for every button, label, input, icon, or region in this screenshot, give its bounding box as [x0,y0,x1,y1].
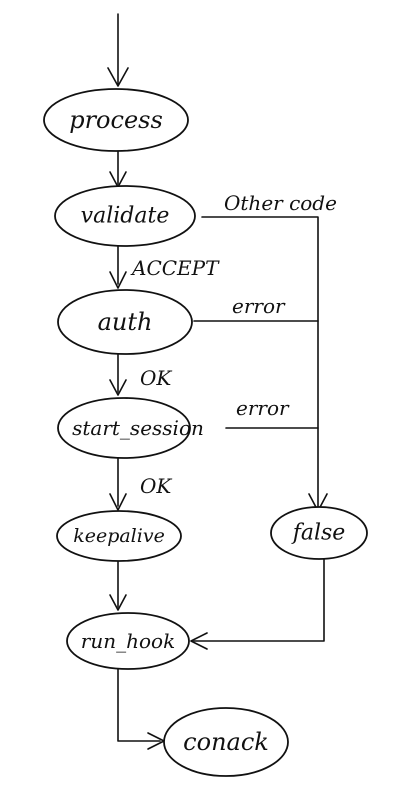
conack-label: conack [183,728,269,756]
node-auth: auth [57,289,193,355]
start-session-to-keepalive-arrowhead [109,493,127,511]
node-keepalive: keepalive [56,510,182,562]
validate-to-auth-arrowhead [109,271,127,289]
node-start-session: start_session [57,397,204,459]
node-false: false [270,506,368,560]
false-label: false [291,521,346,546]
false-to-run-hook-line [193,557,325,642]
validate-to-false-label: Other code [224,191,337,215]
process-label: process [69,106,163,134]
auth-to-start-session-label: OK [140,366,172,390]
validate-branch-line [201,216,319,508]
auth-to-start-session-arrowhead [109,379,127,396]
validate-to-auth-label: ACCEPT [130,256,220,280]
start-session-label: start_session [72,416,204,440]
validate-ellipse [54,185,196,247]
conack-ellipse [163,707,289,777]
run-hook-to-conack-line [117,667,161,742]
auth-ellipse [57,289,193,355]
node-validate: validate [54,185,196,247]
node-conack: conack [163,707,289,777]
node-process: process [43,88,189,152]
start-session-to-keepalive-label: OK [140,474,172,498]
auth-to-false-label: error [232,294,286,318]
keepalive-ellipse [56,510,182,562]
false-to-run-hook-arrowhead [190,632,208,650]
keepalive-to-run-hook-arrowhead [109,594,127,611]
validate-label: validate [81,204,170,229]
auth-label: auth [98,308,153,336]
entry-arrowhead [107,67,129,87]
edge-labels: Other code ACCEPT error OK error OK [130,191,337,498]
run-hook-label: run_hook [81,629,175,653]
process-ellipse [43,88,189,152]
run-hook-ellipse [66,612,190,670]
false-ellipse [270,506,368,560]
start-session-ellipse [57,397,191,459]
start-session-to-false-label: error [236,396,290,420]
node-run-hook: run_hook [66,612,190,670]
keepalive-label: keepalive [73,525,165,547]
